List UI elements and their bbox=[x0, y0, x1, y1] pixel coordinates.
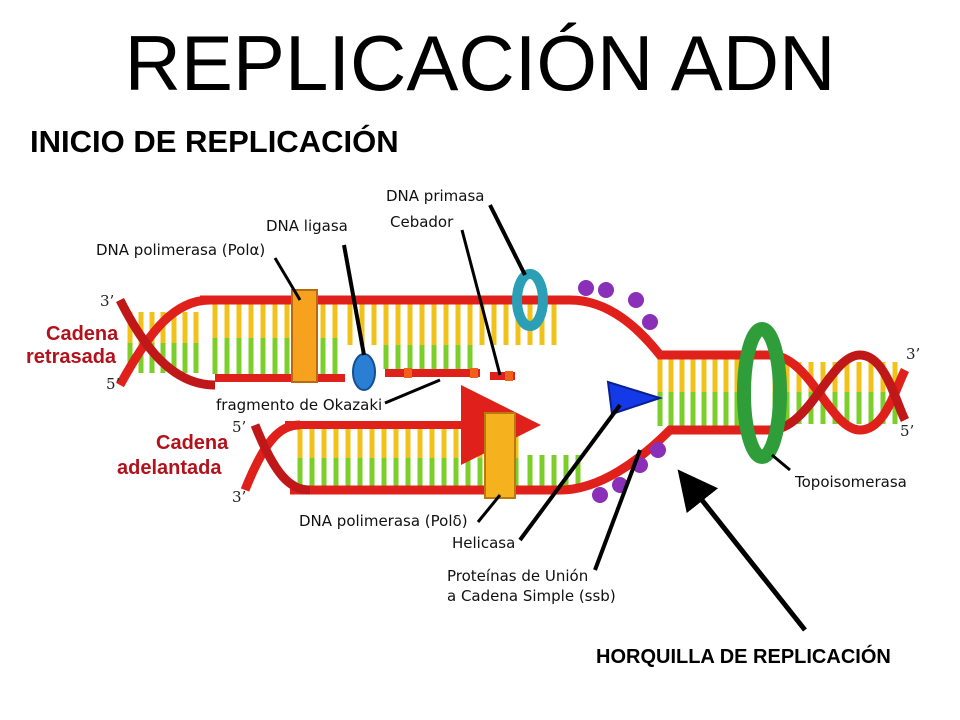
ligase-leader bbox=[342, 244, 366, 356]
ssb-proteins bbox=[578, 280, 666, 503]
leader-lines bbox=[273, 204, 807, 632]
ssb-protein bbox=[650, 442, 666, 458]
leading-strand-label-1: Cadena bbox=[156, 432, 229, 454]
leading-helix-backbone-2 bbox=[250, 423, 311, 495]
ssb-label-line2: a Cadena Simple (ssb) bbox=[447, 587, 616, 605]
replication-fork-label: HORQUILLA DE REPLICACIÓN bbox=[596, 646, 891, 668]
ssb-protein bbox=[642, 314, 658, 330]
end-top-left-3: 3’ bbox=[100, 292, 114, 310]
pol-alpha-label: DNA polimerasa (Polα) bbox=[96, 241, 265, 259]
leading-strand-label-2: adelantada bbox=[117, 457, 222, 479]
primase-leader bbox=[488, 204, 527, 276]
topoisomerase-icon bbox=[737, 322, 787, 464]
helicase-leader bbox=[518, 403, 622, 542]
dna-primasa-label: DNA primasa bbox=[386, 187, 484, 205]
ssb-protein bbox=[598, 282, 614, 298]
pol-alpha-leader bbox=[273, 257, 302, 301]
lagging-strand-label-1: Cadena bbox=[46, 323, 119, 345]
primase-icon bbox=[512, 269, 548, 331]
ssb-protein bbox=[578, 280, 594, 296]
topoisomerase-leader bbox=[771, 453, 791, 472]
pol-delta-label: DNA polimerasa (Polδ) bbox=[299, 512, 468, 530]
end-top-left-5: 5’ bbox=[106, 375, 120, 393]
leading-helix-backbone-1 bbox=[240, 420, 301, 492]
end-bottom-left-3: 3’ bbox=[232, 488, 246, 506]
topoisomerasa-label: Topoisomerasa bbox=[794, 473, 907, 491]
end-bottom-left-5: 5’ bbox=[232, 418, 246, 436]
end-right-3: 3’ bbox=[906, 345, 920, 363]
polymerase-delta-icon bbox=[484, 412, 516, 499]
polymerase-alpha-icon bbox=[291, 289, 318, 383]
lagging-helix-backbone-1 bbox=[116, 295, 211, 388]
pol-delta-leader bbox=[476, 494, 502, 523]
lagging-strand-label-2: retrasada bbox=[26, 346, 117, 368]
lagging-helix-backbone-2 bbox=[115, 297, 216, 390]
okazaki-label: fragmento de Okazaki bbox=[216, 396, 382, 414]
dna-ligasa-label: DNA ligasa bbox=[266, 217, 348, 235]
page-subtitle: INICIO DE REPLICACIÓN bbox=[30, 124, 399, 159]
fork-arrow bbox=[677, 469, 807, 632]
ssb-protein bbox=[592, 487, 608, 503]
okazaki-leader bbox=[384, 378, 441, 405]
ssb-label-line1: Proteínas de Unión bbox=[447, 567, 588, 585]
cebador-label: Cebador bbox=[390, 213, 454, 231]
lagging-template-strand bbox=[200, 295, 770, 360]
helicasa-label: Helicasa bbox=[452, 534, 515, 552]
end-right-5: 5’ bbox=[900, 422, 914, 440]
ligase-icon bbox=[352, 353, 376, 391]
ssb-protein bbox=[628, 292, 644, 308]
leading-template-strand bbox=[290, 425, 770, 495]
parental-helix-backbone-2 bbox=[769, 350, 910, 435]
page-title: REPLICACIÓN ADN bbox=[124, 19, 836, 107]
primer-leader bbox=[460, 229, 502, 376]
ssb-leader bbox=[593, 449, 642, 571]
